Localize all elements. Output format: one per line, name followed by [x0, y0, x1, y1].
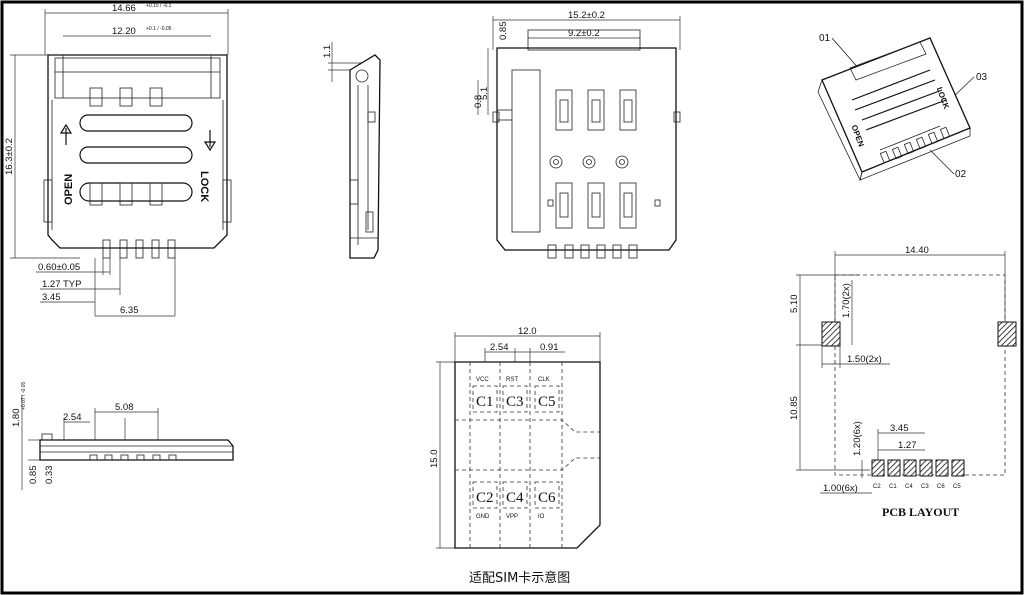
dim-inner-width-tol: +0.1 / -0.05 [146, 26, 172, 32]
sim-pad-id: C3 [506, 394, 524, 410]
pcb-dim-345: 3.45 [890, 423, 909, 434]
sim-pad-c3: C3 RST [502, 377, 528, 413]
dim-offset-b: 6.35 [120, 305, 139, 316]
dim-height: 16.3±0.2 [4, 138, 15, 175]
sim-pad-c5: C5 CLK [534, 377, 560, 413]
pcb-pad-label: C2 [873, 484, 881, 490]
pcb-pad-c6: C6 [935, 459, 949, 490]
dim-total-width-tol: +0.15 / -0.1 [146, 3, 172, 9]
sim-dim-height: 15.0 [429, 450, 440, 469]
dim-side-top: 1.1 [322, 45, 333, 58]
dim-top-width: 15.2±0.2 [568, 10, 605, 21]
dim-low-height-tol: +0.07 / -0.05 [21, 382, 27, 410]
pcb-pad-c1: C1 [887, 459, 901, 490]
pcb-title: PCB LAYOUT [882, 505, 959, 519]
dim-low-033: 0.33 [44, 466, 55, 485]
pcb-pad-label: C5 [953, 484, 961, 490]
sim-pad-id: C1 [476, 394, 494, 410]
front-view: 14.66 +0.15 / -0.1 12.20 +0.1 / -0.05 16… [4, 3, 232, 317]
sim-pad-id: C2 [476, 490, 494, 506]
iso-view: 01 03 02 OPEN LOCK [817, 33, 988, 182]
sim-pad-signal: IO [538, 514, 545, 520]
sim-pad-signal: CLK [538, 377, 550, 383]
callout-01: 01 [819, 33, 831, 44]
sim-pad-id: C4 [506, 490, 524, 506]
low-view: 1.80 +0.07 / -0.05 0.85 0.33 2.54 5.08 [11, 382, 234, 490]
pcb-dim-width: 14.40 [905, 245, 929, 256]
sim-dim-091: 0.91 [540, 342, 559, 353]
pcb-pad-group: C2 C1 C4 C3 C6 C5 [871, 459, 965, 490]
dim-low-508: 5.08 [115, 402, 134, 413]
pcb-pad-label: C6 [937, 484, 945, 490]
label-open: OPEN [63, 174, 75, 205]
sim-pad-signal: RST [506, 377, 518, 383]
dim-pitch: 1.27 TYP [42, 279, 81, 290]
sim-pad-id: C6 [538, 490, 556, 506]
side-view: 1.1 [322, 42, 381, 259]
callout-03: 03 [976, 72, 988, 83]
pcb-dim-1085: 10.85 [789, 396, 800, 420]
sim-pad-c1: C1 VCC [472, 377, 498, 413]
pcb-pad-c2: C2 [871, 459, 885, 490]
callout-02: 02 [955, 169, 967, 180]
sim-dim-254: 2.54 [490, 342, 509, 353]
pcb-pad-label: C4 [905, 484, 913, 490]
pcb-dim-510: 5.10 [789, 295, 800, 314]
dim-top-08: 0.8 [473, 95, 484, 108]
pcb-dim-127: 1.27 [898, 440, 917, 451]
dim-total-width: 14.66 [112, 3, 136, 14]
label-lock: LOCK [198, 171, 210, 202]
dim-pin-width: 0.60±0.05 [38, 262, 80, 273]
pcb-pad-c4: C4 [903, 459, 917, 490]
sim-pad-id: C5 [538, 394, 556, 410]
sim-caption: 适配SIM卡示意图 [469, 570, 570, 586]
pcb-pad-c5: C5 [951, 459, 965, 490]
pcb-pad-label: C3 [921, 484, 929, 490]
pcb-pad-c3: C3 [919, 459, 933, 490]
dim-offset-a: 3.45 [42, 292, 61, 303]
dim-top-window: 9.2±0.2 [568, 28, 600, 39]
sim-dim-width: 12.0 [518, 326, 537, 337]
top-view: 15.2±0.2 9.2±0.2 0.85 5.1 0.8 [473, 10, 681, 259]
pcb-dim-120: 1.20(6x) [852, 421, 863, 456]
dim-top-085: 0.85 [498, 22, 509, 41]
pcb-dim-150: 1.50(2x) [847, 354, 882, 365]
dim-top-51: 5.1 [479, 87, 490, 100]
pcb-dim-170: 1.70(2x) [841, 283, 852, 318]
pcb-pad-label: C1 [889, 484, 897, 490]
dim-inner-width: 12.20 [112, 26, 136, 37]
dim-low-085: 0.85 [28, 466, 39, 485]
sim-card-view: 12.0 2.54 0.91 15.0 C1 VCC C3 RST C5 CLK C2GND… [429, 326, 601, 586]
pcb-dim-100: 1.00(6x) [823, 483, 858, 494]
sim-pad-signal: VCC [476, 377, 489, 383]
dim-low-height: 1.80 [11, 409, 22, 428]
dim-low-254: 2.54 [63, 412, 82, 423]
pcb-layout-view: 14.40 5.10 10.85 1.70(2x) 1.50(2x) 3.45 … [789, 245, 1017, 519]
sim-pad-signal: GND [476, 514, 490, 520]
sim-pad-signal: VPP [506, 514, 518, 520]
